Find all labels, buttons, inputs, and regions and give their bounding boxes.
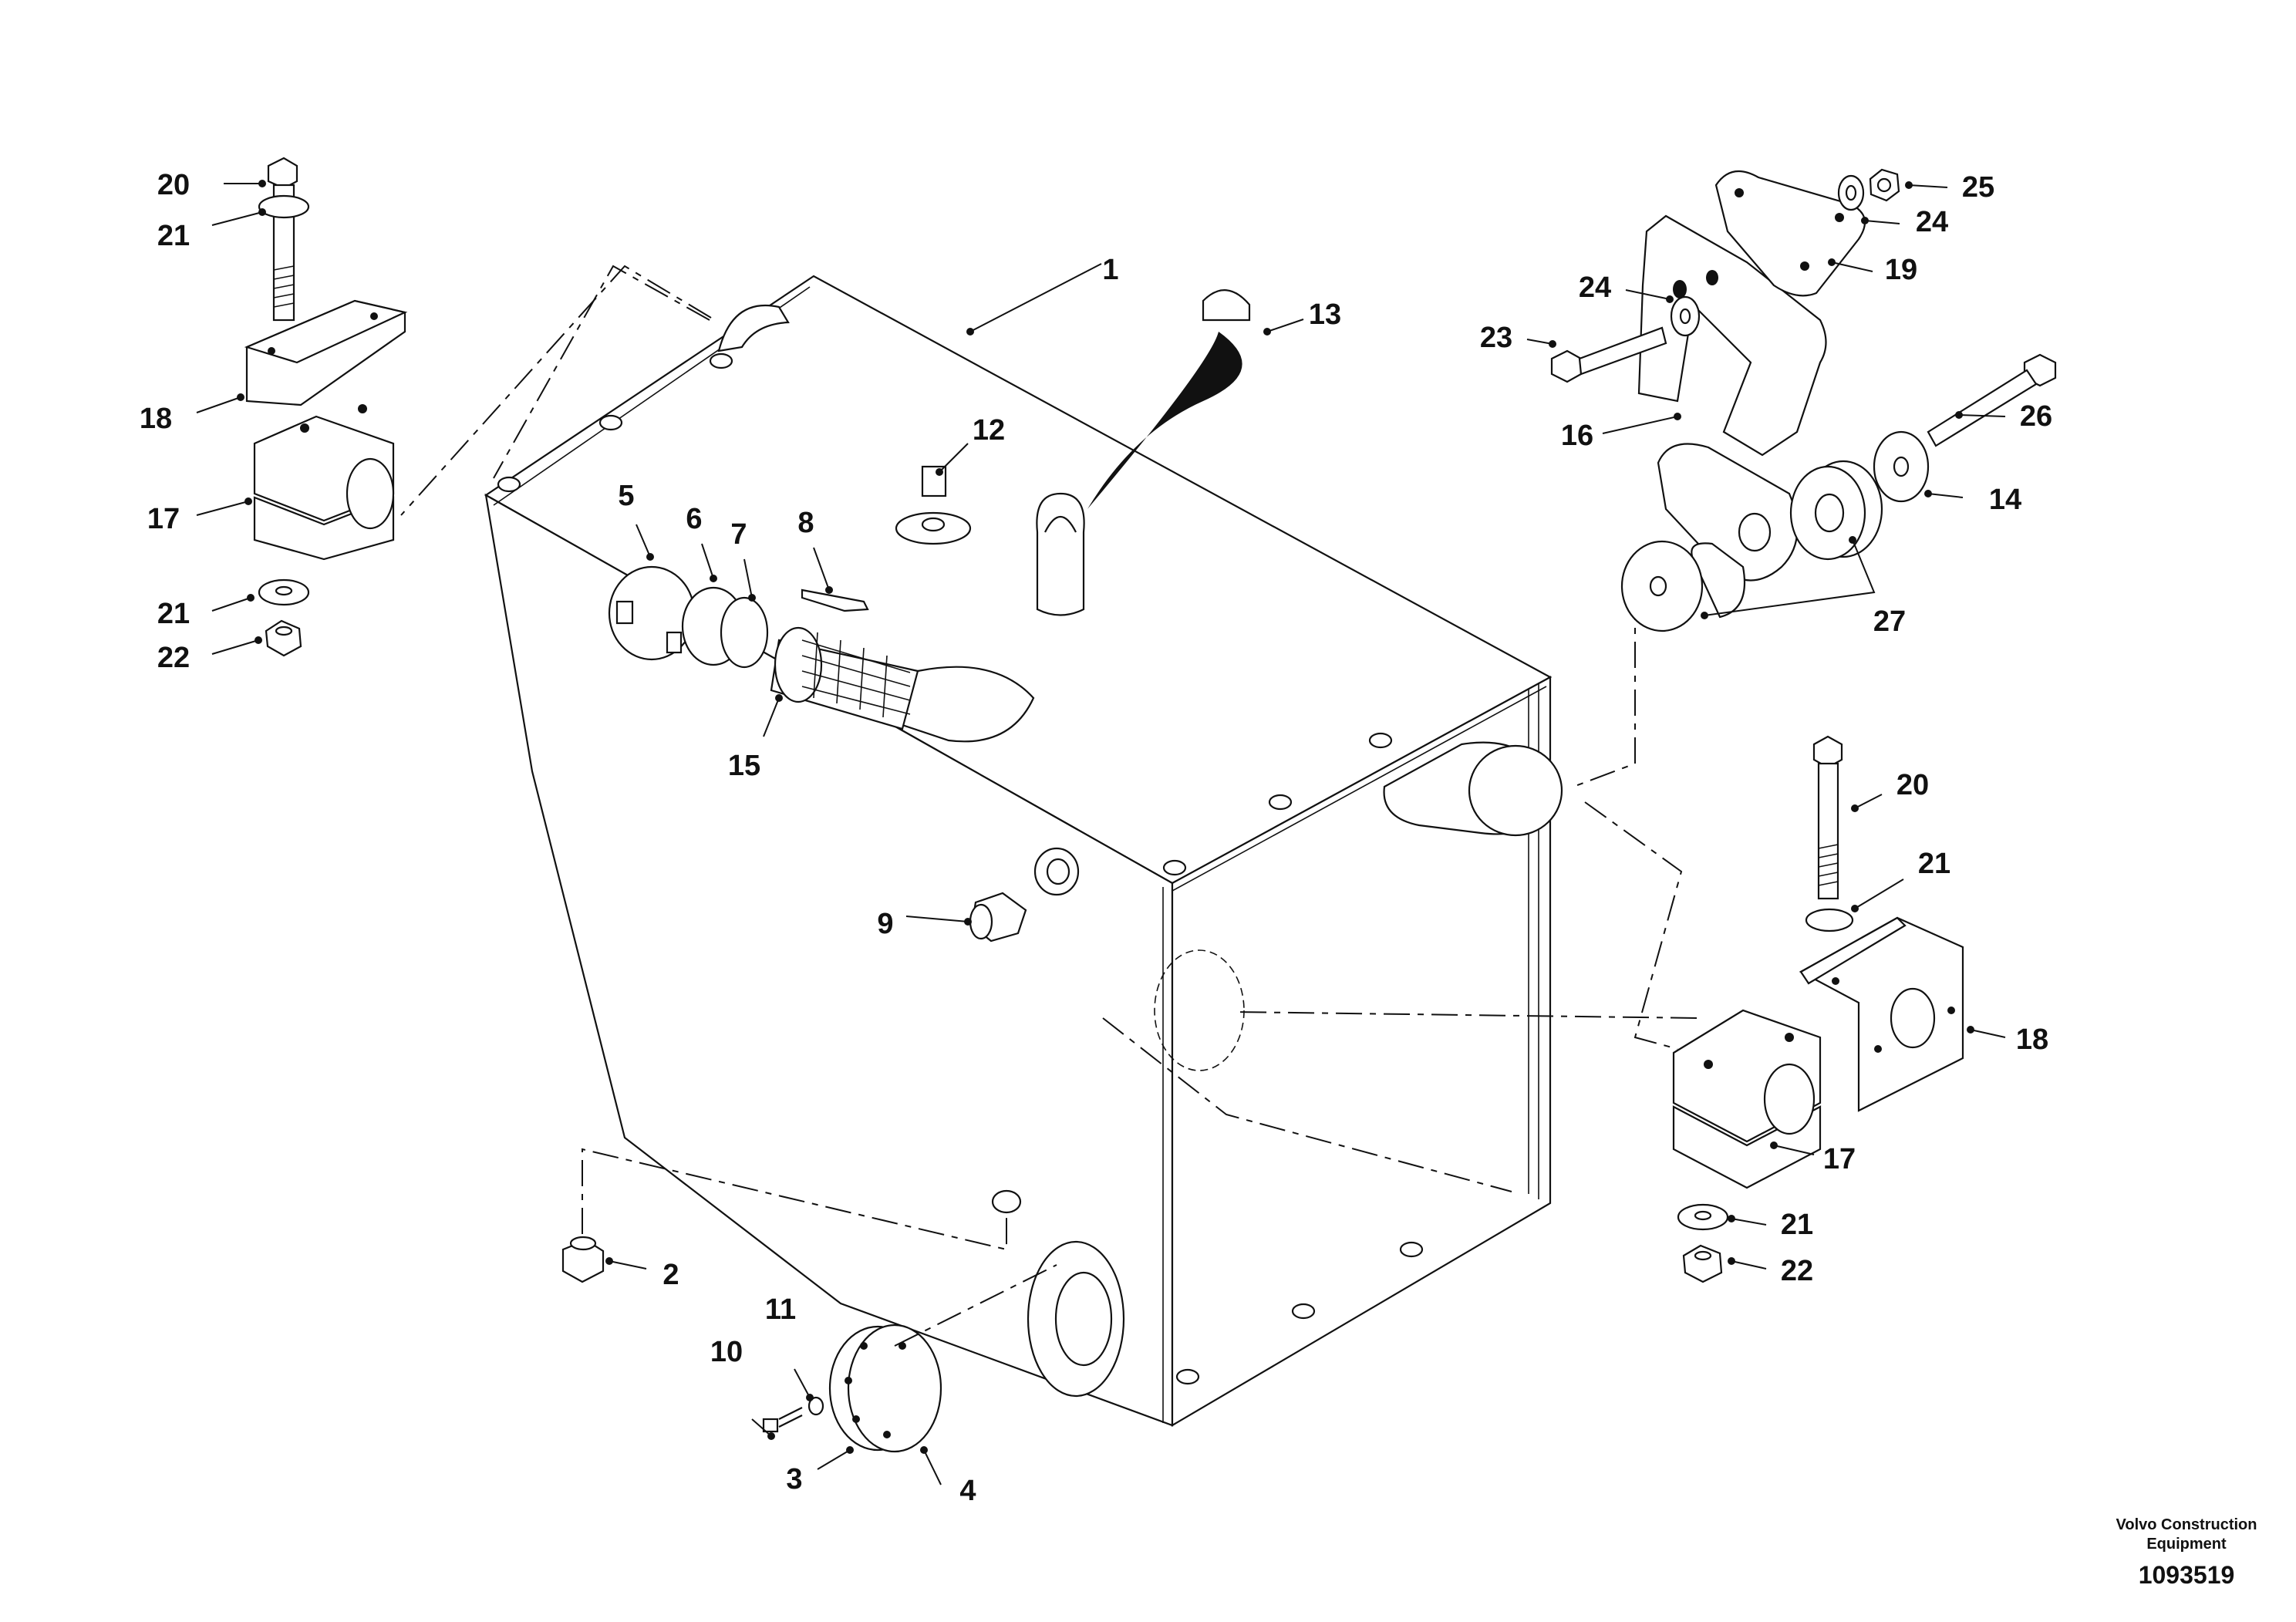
callout-22-right: 22 xyxy=(1781,1255,1813,1287)
callout-7: 7 xyxy=(730,518,747,551)
filler-filter-assembly xyxy=(770,626,1035,743)
callout-8: 8 xyxy=(797,507,814,539)
drawing-number: 1093519 xyxy=(2139,1561,2235,1589)
callout-21-right-top: 21 xyxy=(1918,848,1950,880)
callout-24-upper: 24 xyxy=(1916,206,1948,238)
key xyxy=(801,588,869,612)
callout-24-lower: 24 xyxy=(1579,271,1611,304)
callout-11: 11 xyxy=(765,1293,796,1326)
callout-18-left: 18 xyxy=(140,403,172,435)
callout-2: 2 xyxy=(663,1259,679,1291)
footer: Volvo Construction Equipment 1093519 xyxy=(2116,1516,2257,1589)
left-clamp-group xyxy=(244,157,408,657)
callout-16: 16 xyxy=(1561,420,1593,452)
callout-21-right-bottom: 21 xyxy=(1781,1209,1813,1241)
o-ring xyxy=(991,1189,1022,1214)
cover-screw xyxy=(762,1396,824,1433)
callout-20-left: 20 xyxy=(157,169,190,201)
suction-pipe xyxy=(1383,741,1563,837)
credit-line-2: Equipment xyxy=(2146,1536,2227,1553)
callout-26: 26 xyxy=(2020,400,2052,433)
callout-18-right: 18 xyxy=(2016,1023,2048,1056)
callout-17-left: 17 xyxy=(147,503,180,535)
mounting-bracket-group xyxy=(1550,168,2057,632)
callout-15: 15 xyxy=(728,750,760,782)
callout-6: 6 xyxy=(686,503,702,535)
gasket xyxy=(720,596,769,669)
level-plug xyxy=(895,465,972,545)
leader-lines xyxy=(196,180,2006,1485)
callout-9: 9 xyxy=(877,908,893,940)
mounting-boss xyxy=(497,352,1424,1385)
callout-25: 25 xyxy=(1962,171,1994,204)
hydraulic-tank xyxy=(484,275,1563,1427)
callout-4: 4 xyxy=(959,1475,976,1507)
callout-5: 5 xyxy=(618,480,634,512)
callout-3: 3 xyxy=(786,1463,802,1496)
bottom-flange xyxy=(1027,1240,1125,1398)
callout-21-left-top: 21 xyxy=(157,220,190,252)
callout-20-right: 20 xyxy=(1896,769,1929,801)
cleaning-cover xyxy=(828,1324,942,1453)
callout-21-left-bottom: 21 xyxy=(157,598,190,630)
filler-cap xyxy=(608,565,696,661)
callout-22-left: 22 xyxy=(157,642,190,674)
plug xyxy=(969,892,1027,943)
callout-19: 19 xyxy=(1885,254,1917,286)
callout-27: 27 xyxy=(1873,605,1906,638)
drain-port xyxy=(1033,847,1080,896)
breather-filter xyxy=(1036,289,1251,616)
callout-14: 14 xyxy=(1989,484,2021,516)
right-clamp-group xyxy=(1672,735,1964,1283)
callout-17-right: 17 xyxy=(1823,1143,1856,1175)
callout-labels: 1 2 3 4 5 6 7 8 9 10 11 12 13 14 15 16 1… xyxy=(140,169,2052,1507)
callout-10: 10 xyxy=(710,1336,743,1368)
drain-plug xyxy=(561,1236,605,1283)
callout-12: 12 xyxy=(973,414,1005,447)
callout-13: 13 xyxy=(1309,298,1341,331)
credit-line-1: Volvo Construction xyxy=(2116,1516,2257,1533)
callout-23: 23 xyxy=(1480,322,1512,354)
callout-1: 1 xyxy=(1102,254,1118,286)
